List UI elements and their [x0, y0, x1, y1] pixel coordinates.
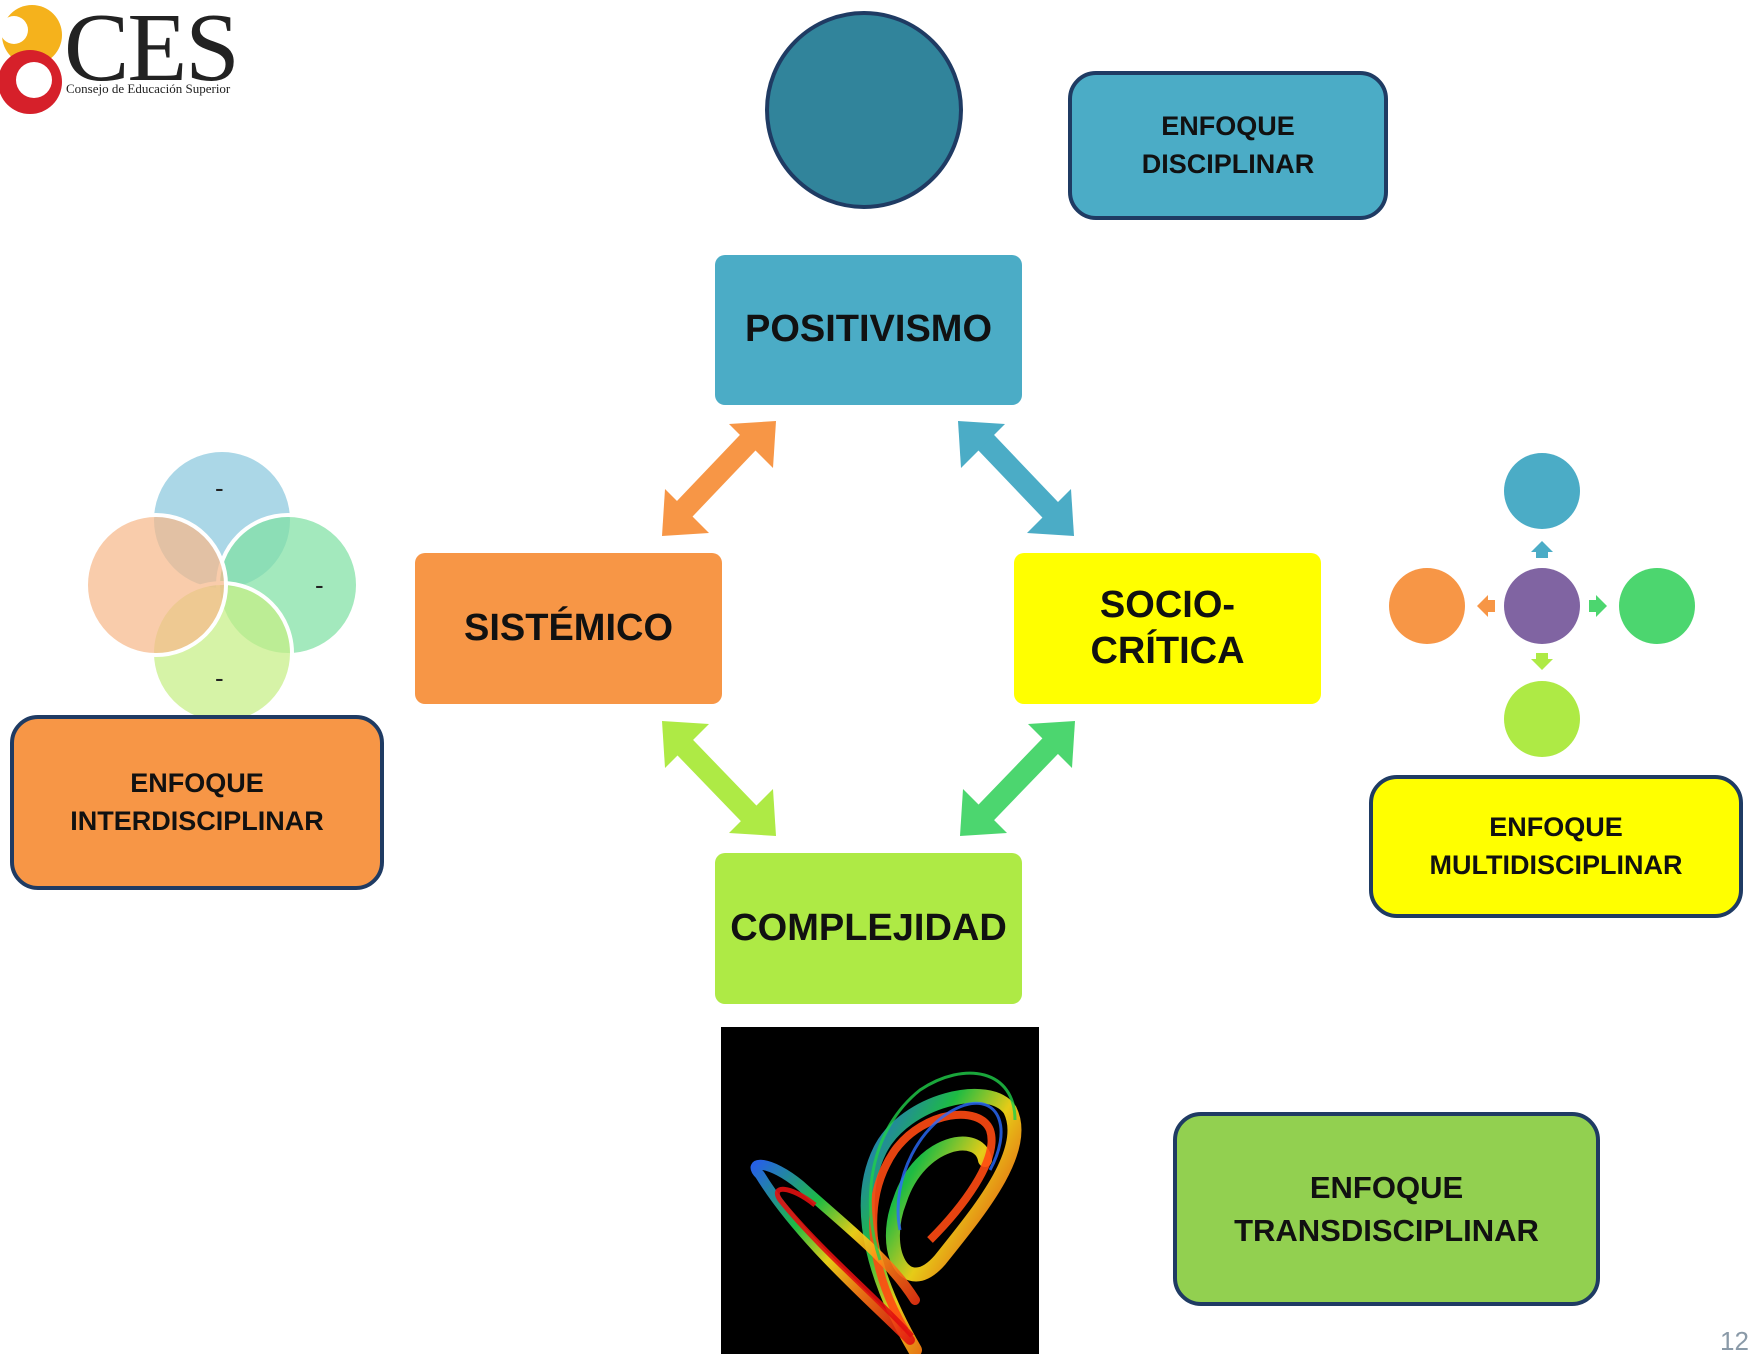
enfoque-disciplinar: ENFOQUE DISCIPLINAR [1068, 71, 1388, 220]
node-complejidad: COMPLEJIDAD [715, 853, 1022, 1004]
arrow-positivismo-sociocritica [958, 421, 1074, 536]
enfoque-interdisciplinar: ENFOQUE INTERDISCIPLINAR [10, 715, 384, 890]
radial-center [1504, 568, 1580, 644]
arrow-sistemico-complejidad [662, 721, 776, 836]
venn-label-top: - [215, 473, 224, 503]
arrow-positivismo-sistemico [662, 421, 776, 536]
enfoque-multidisciplinar: ENFOQUE MULTIDISCIPLINAR [1369, 775, 1743, 918]
radial-left [1389, 568, 1465, 644]
radial-bottom [1504, 681, 1580, 757]
node-positivismo: POSITIVISMO [715, 255, 1022, 405]
page-number: 12 [1720, 1326, 1749, 1356]
venn-diagram [84, 448, 360, 725]
venn-circle-left [84, 513, 228, 657]
enfoque-transdisciplinar: ENFOQUE TRANSDISCIPLINAR [1173, 1112, 1600, 1306]
ces-logo-graphic [0, 5, 62, 114]
venn-label-right: - [315, 570, 324, 600]
arrow-sociocritica-complejidad [960, 721, 1075, 836]
logo-subtitle: Consejo de Educación Superior [66, 81, 231, 96]
disciplinar-circle [765, 11, 963, 209]
logo-name: CES [64, 0, 240, 102]
node-sociocritica: SOCIO- CRÍTICA [1014, 553, 1321, 704]
radial-top [1504, 453, 1580, 529]
radial-right [1619, 568, 1695, 644]
multidisciplinar-radial [1389, 453, 1695, 757]
node-sistemico: SISTÉMICO [415, 553, 722, 704]
venn-label-bottom: - [215, 663, 224, 693]
attractor-image [721, 1027, 1039, 1354]
